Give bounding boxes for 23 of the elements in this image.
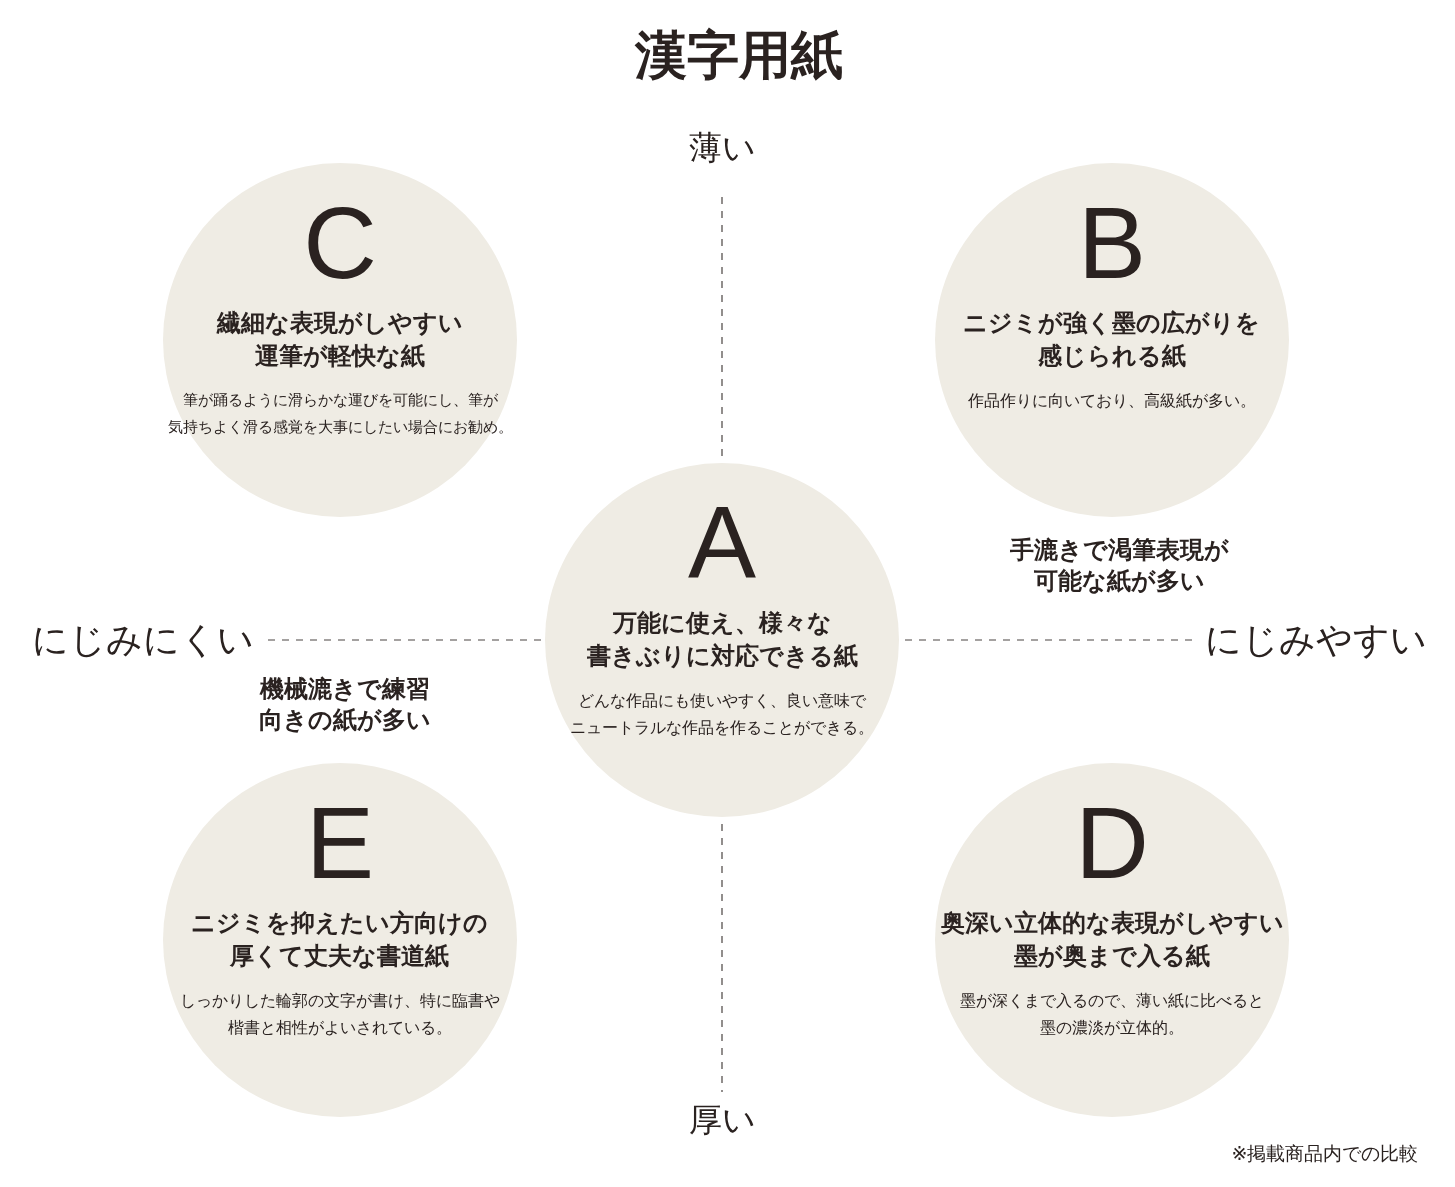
annotation-text: 手漉きで渇筆表現が可能な紙が多い xyxy=(1008,535,1230,597)
circle-description: 作品作りに向いており、高級紙が多い。 xyxy=(967,389,1257,412)
diagram-title: 漢字用紙 xyxy=(635,25,843,85)
circle-heading: 奥深い立体的な表現がしやすい墨が奥まで入る紙 xyxy=(939,907,1285,972)
category-letter: B xyxy=(1077,192,1146,294)
circle-description: 筆が踊るように滑らかな運びを可能にし、筆が気持ちよく滑る感覚を大事にしたい場合にお勧め。 xyxy=(166,389,514,438)
footnote: ※掲載商品内での比較 xyxy=(1231,1141,1419,1165)
circle-heading: ニジミが強く墨の広がりを感じられる紙 xyxy=(962,307,1262,372)
circle-description: どんな作品にも使いやすく、良い意味でニュートラルな作品を作ることができる。 xyxy=(569,689,875,739)
category-letter: A xyxy=(687,492,756,594)
circle-heading: ニジミを抑えたい方向けの厚くて丈夫な書道紙 xyxy=(190,907,490,972)
circle-description: 墨が深くまで入るので、薄い紙に比べると墨の濃淡が立体的。 xyxy=(959,989,1265,1039)
category-letter: D xyxy=(1075,792,1149,894)
axis-label: にじみやすい xyxy=(1205,618,1427,662)
circle-description: しっかりした輪郭の文字が書け、特に臨書や楷書と相性がよいされている。 xyxy=(179,989,501,1039)
circle-heading: 繊細な表現がしやすい運筆が軽快な紙 xyxy=(215,307,464,372)
category-letter: C xyxy=(303,192,377,294)
axis-label: にじみにくい xyxy=(32,618,254,662)
axis-label: 薄い xyxy=(688,128,756,168)
circle-heading: 万能に使え、様々な書きぶりに対応できる紙 xyxy=(585,607,859,672)
axis-label: 厚い xyxy=(688,1100,756,1140)
category-letter: E xyxy=(305,792,374,894)
annotation-text: 機械漉きで練習向きの紙が多い xyxy=(258,674,432,736)
